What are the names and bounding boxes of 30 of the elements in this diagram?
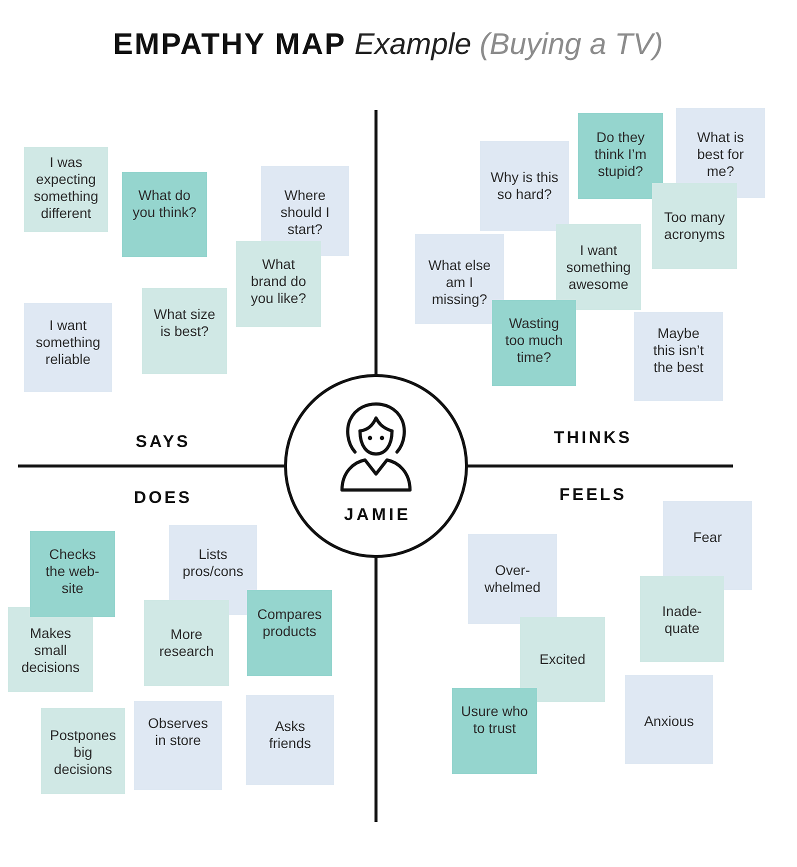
sticky-note: Postpones big decisions [41, 708, 125, 794]
sticky-note: I want something awesome [556, 224, 641, 310]
sticky-note: More research [144, 600, 229, 686]
sticky-note: Usure who to trust [452, 688, 537, 774]
sticky-note: Asks friends [246, 695, 334, 785]
sticky-note: What brand do you like? [236, 241, 321, 327]
sticky-note: Maybe this isn’t the best [634, 312, 723, 401]
sticky-note: Too many acronyms [652, 183, 737, 269]
sticky-note: Wasting too much time? [492, 300, 576, 386]
sticky-note: Excited [520, 617, 605, 702]
sticky-note: Over-whelmed [468, 534, 557, 624]
sticky-note: Observes in store [134, 701, 222, 790]
persona-name: JAMIE [343, 505, 411, 525]
sticky-note: I was expecting something different [24, 147, 108, 232]
sticky-note: What do you think? [122, 172, 207, 257]
sticky-note: Anxious [625, 675, 713, 764]
sticky-note: Why is this so hard? [480, 141, 569, 231]
quadrant-label: THINKS [554, 428, 632, 448]
title: EMPATHY MAP Example (Buying a TV) [113, 28, 663, 61]
sticky-note: Do they think I’m stupid? [578, 113, 663, 199]
sticky-note: Makes small decisions [8, 607, 93, 692]
sticky-note: What size is best? [142, 288, 227, 374]
quadrant-label: DOES [134, 488, 192, 508]
sticky-note: Compares products [247, 590, 332, 676]
quadrant-label: FEELS [559, 485, 627, 505]
sticky-note: Checks the web-site [30, 531, 115, 617]
sticky-note: Inade-quate [640, 576, 724, 662]
quadrant-label: SAYS [136, 432, 190, 452]
sticky-note: What else am I missing? [415, 234, 504, 324]
sticky-note: I want something reliable [24, 303, 112, 392]
